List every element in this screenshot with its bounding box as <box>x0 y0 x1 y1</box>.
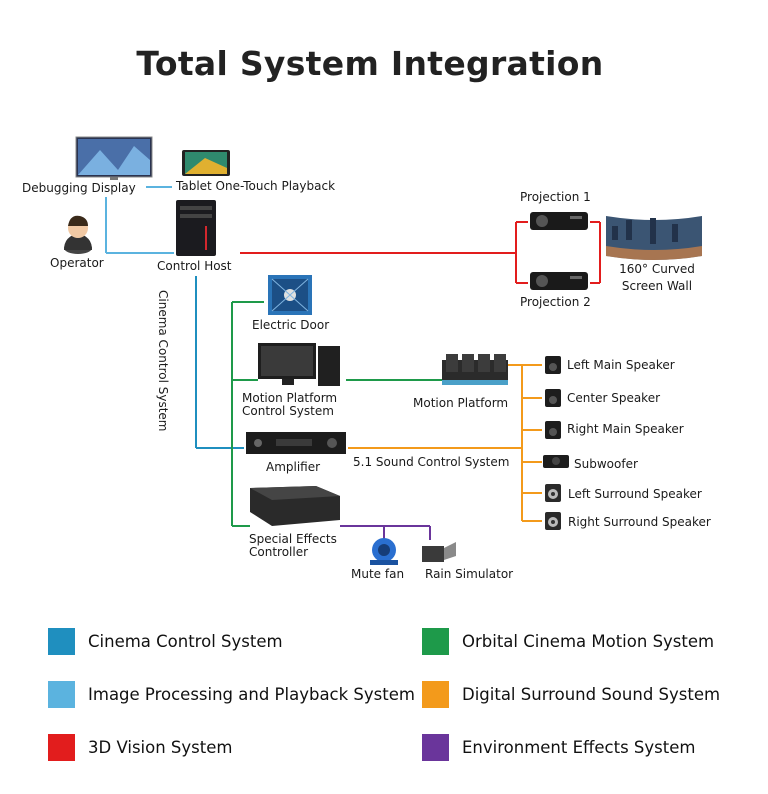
mpcs-label-line1: Motion Platform <box>242 391 338 405</box>
vision-3d-lines <box>240 221 601 284</box>
legend-swatch <box>422 628 449 655</box>
screen-wall-label-line1: 160° Curved <box>619 262 695 276</box>
control-host-label: Control Host <box>157 259 232 273</box>
sound-control-label: 5.1 Sound Control System <box>353 455 510 469</box>
page-title: Total System Integration <box>136 44 604 83</box>
legend-swatch <box>48 628 75 655</box>
image-processing-lines <box>105 186 174 254</box>
electric-door-label: Electric Door <box>252 318 330 332</box>
operator-label: Operator <box>50 256 104 270</box>
speaker-icon <box>545 512 561 530</box>
motion-platform-control-label: Motion Platform Control System <box>242 392 337 418</box>
monitor-icon <box>75 136 153 180</box>
speaker-icon <box>545 421 561 439</box>
legend-label: Orbital Cinema Motion System <box>462 632 715 651</box>
debugging-display-label: Debugging Display <box>22 181 136 195</box>
tablet-label: Tablet One-Touch Playback <box>176 179 336 193</box>
speaker-icon <box>545 484 561 502</box>
legend-swatch <box>422 681 449 708</box>
cinema-control-lines <box>195 276 244 449</box>
screen-wall-label-line2: Screen Wall <box>621 279 693 293</box>
speaker-icon <box>545 356 561 374</box>
subwoofer-icon <box>543 455 569 468</box>
motion-lines <box>231 301 444 527</box>
special-effects-controller-label: Special Effects Controller <box>249 533 337 559</box>
effects-lines <box>340 525 431 540</box>
sfx-label-line2: Controller <box>249 545 309 559</box>
curved-screen-icon <box>606 216 702 260</box>
electric-door-icon <box>268 275 312 315</box>
tablet-icon <box>182 150 230 176</box>
rain-simulator-icon <box>422 542 456 562</box>
legend-swatch <box>422 734 449 761</box>
motion-platform-icon <box>442 354 508 385</box>
effects-controller-icon <box>250 486 340 526</box>
speaker-label: Right Surround Speaker <box>568 515 711 529</box>
speaker-icon <box>545 389 561 407</box>
legend-label: 3D Vision System <box>88 738 233 757</box>
control-host-tower-icon <box>176 200 216 256</box>
sfx-label-line1: Special Effects <box>249 532 337 546</box>
projection-2-label: Projection 2 <box>520 295 591 309</box>
operator-icon <box>64 215 92 254</box>
legend-label: Digital Surround Sound System <box>462 685 721 704</box>
speaker-label: Subwoofer <box>574 457 638 471</box>
rain-simulator-label: Rain Simulator <box>425 567 514 581</box>
fan-icon <box>370 538 398 565</box>
speaker-label: Right Main Speaker <box>567 422 684 436</box>
amplifier-icon <box>246 432 346 454</box>
speaker-label: Center Speaker <box>567 391 661 405</box>
amplifier-label: Amplifier <box>266 460 321 474</box>
screen-wall-label: 160° Curved Screen Wall <box>612 263 702 293</box>
projector-icon <box>530 272 588 290</box>
computer-workstation-icon <box>258 343 340 386</box>
legend-label: Cinema Control System <box>88 632 283 651</box>
motion-platform-label: Motion Platform <box>413 396 509 410</box>
mpcs-label-line2: Control System <box>242 404 334 418</box>
mute-fan-label: Mute fan <box>351 567 405 581</box>
legend-label: Environment Effects System <box>462 738 696 757</box>
legend-swatch <box>48 681 75 708</box>
projection-1-label: Projection 1 <box>520 190 591 204</box>
legend-label: Image Processing and Playback System <box>88 685 415 704</box>
sound-lines <box>348 364 542 522</box>
cinema-control-system-label: Cinema Control System <box>156 290 170 432</box>
speaker-label: Left Main Speaker <box>567 358 675 372</box>
legend-swatch <box>48 734 75 761</box>
projector-icon <box>530 212 588 230</box>
speaker-label: Left Surround Speaker <box>568 487 702 501</box>
